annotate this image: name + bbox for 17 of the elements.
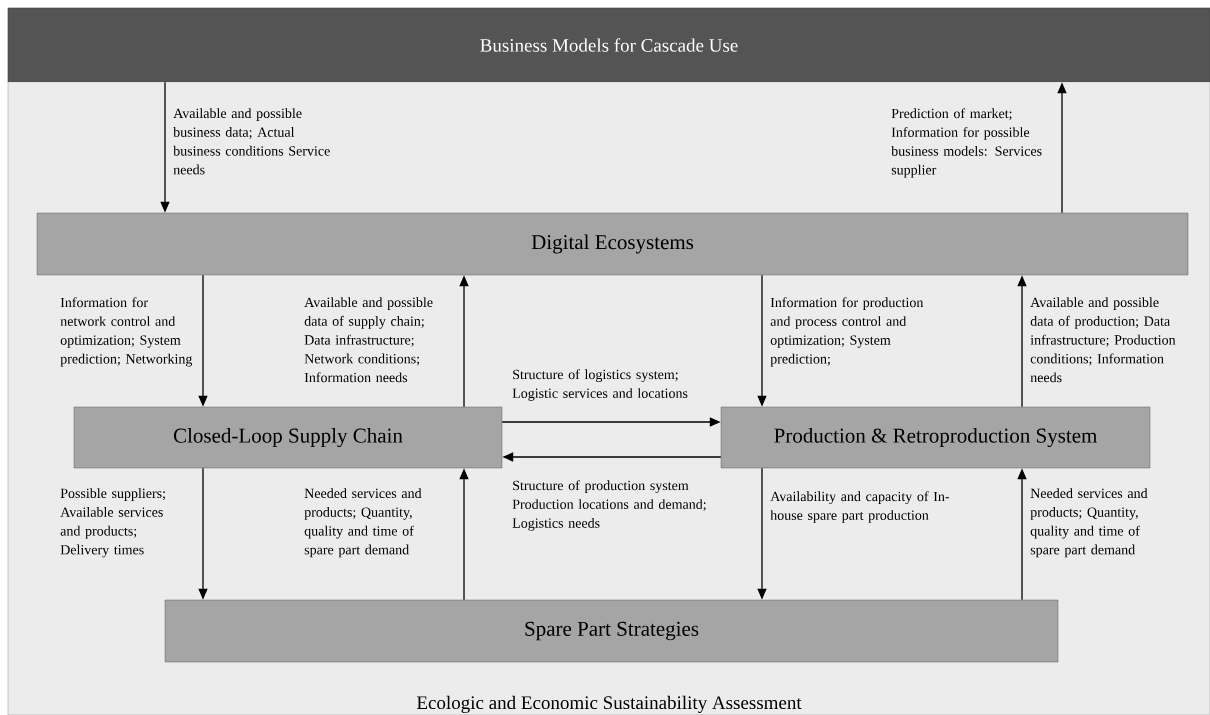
process-box: Production & Retroproduction System: [720, 406, 1151, 469]
edge-label: Prediction of market; Information for possible business models: Services supplier: [891, 108, 1042, 178]
edge-label: Needed services and products; Quantity, quality and time of spare part demand: [1030, 488, 1148, 558]
edge-label: Structure of logistics system; Logistic services and locations: [512, 369, 688, 401]
process-box: Digital Ecosystems: [36, 212, 1189, 276]
edge-label: Possible suppliers; Available services and products; Delivery times: [60, 488, 165, 558]
process-box: Spare Part Strategies: [164, 599, 1059, 663]
edge-label: Information for network control and optimization; System prediction; Networking: [60, 297, 193, 367]
edge-label: Structure of production system Production locations and demand; Logistics needs: [512, 480, 706, 531]
edge-label: Availability and capacity of In-house spare part production: [770, 491, 950, 523]
header-band: Business Models for Cascade Use: [7, 7, 1210, 83]
process-box: Closed-Loop Supply Chain: [73, 406, 503, 469]
edge-label: Needed services and products; Quantity, quality and time of spare part demand: [304, 488, 422, 558]
edge-label: Available and possible data of supply chain; Data infrastructure; Network conditions; Information needs: [304, 297, 433, 383]
edge-label: Available and possible data of production; Data infrastructure; Production conditions; Information needs: [1030, 297, 1176, 383]
edge-label: Information for production and process control and optimization; System prediction;: [770, 297, 924, 367]
edge-label: Available and possible business data; Actual business conditions Service needs: [173, 108, 330, 175]
